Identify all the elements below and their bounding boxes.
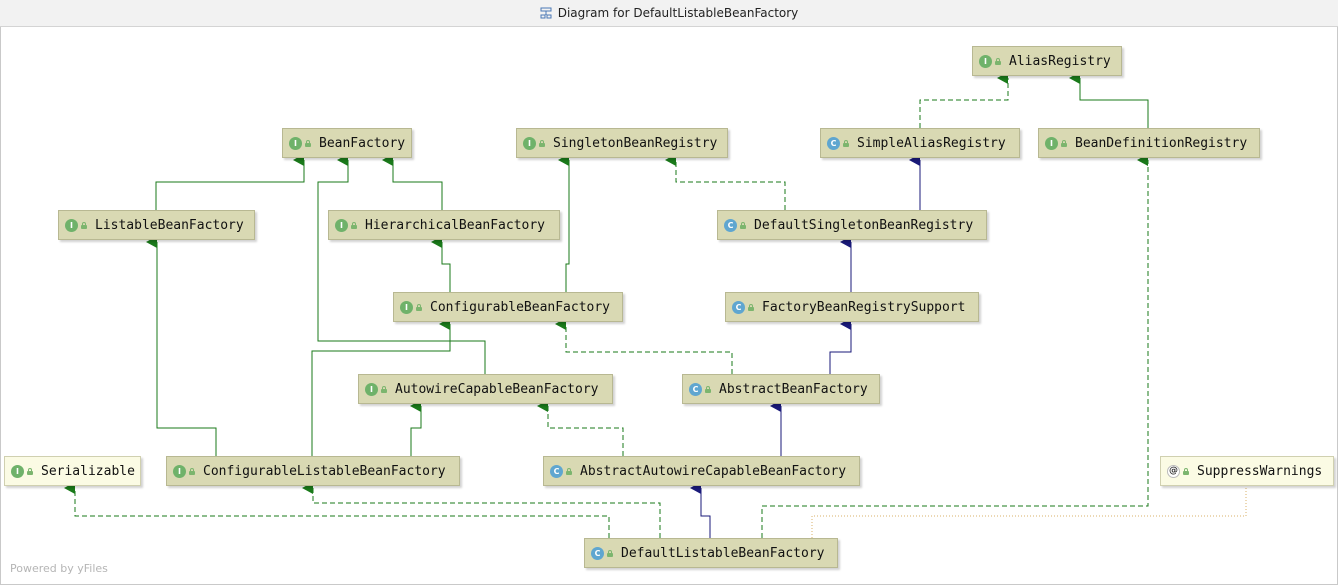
edge-simplealias-alias	[919, 72, 1009, 128]
edge-deflistable-abstractauto	[690, 482, 711, 538]
node-simple-alias-registry[interactable]: C SimpleAliasRegistry	[820, 128, 1020, 158]
public-lock-icon	[381, 385, 387, 393]
public-lock-icon	[705, 385, 711, 393]
edge-abstractauto-autowire	[537, 400, 624, 456]
node-suppress-warnings[interactable]: @ SuppressWarnings	[1160, 456, 1334, 486]
node-listable-bean-factory[interactable]: I ListableBeanFactory	[58, 210, 255, 240]
annotation-icon: @	[1167, 464, 1180, 478]
interface-icon: I	[289, 136, 302, 150]
edge-conflistable-autowire	[410, 400, 422, 456]
node-default-singleton-bean-registry[interactable]: C DefaultSingletonBeanRegistry	[717, 210, 987, 240]
node-factory-bean-registry-support[interactable]: C FactoryBeanRegistrySupport	[725, 292, 979, 322]
class-icon: C	[732, 300, 745, 314]
node-singleton-bean-registry[interactable]: I SingletonBeanRegistry	[516, 128, 728, 158]
node-bean-factory[interactable]: I BeanFactory	[282, 128, 412, 158]
node-label: AutowireCapableBeanFactory	[395, 381, 599, 397]
node-autowire-capable-bean-factory[interactable]: I AutowireCapableBeanFactory	[358, 374, 613, 404]
class-icon: C	[591, 546, 604, 560]
node-label: AbstractAutowireCapableBeanFactory	[580, 463, 847, 479]
public-lock-icon	[81, 221, 87, 229]
edge-beandef-alias	[1069, 72, 1149, 128]
node-label: AliasRegistry	[1009, 53, 1111, 69]
node-label: ListableBeanFactory	[95, 217, 244, 233]
class-icon: C	[724, 218, 737, 232]
interface-icon: I	[365, 382, 378, 396]
node-label: ConfigurableBeanFactory	[430, 299, 611, 315]
edge-conflistable-listable	[146, 236, 217, 456]
public-lock-icon	[539, 139, 545, 147]
window-title: Diagram for DefaultListableBeanFactory	[557, 6, 799, 20]
edge-deflistable-suppress	[811, 488, 1247, 538]
interface-icon: I	[400, 300, 413, 314]
node-alias-registry[interactable]: I AliasRegistry	[972, 46, 1122, 76]
window-title-bar: Diagram for DefaultListableBeanFactory	[0, 0, 1338, 27]
edge-defsingleton-singleton	[665, 154, 786, 210]
node-hierarchical-bean-factory[interactable]: I HierarchicalBeanFactory	[328, 210, 560, 240]
node-label: SingletonBeanRegistry	[553, 135, 718, 151]
node-label: Serializable	[41, 463, 135, 479]
interface-icon: I	[173, 464, 186, 478]
node-label: FactoryBeanRegistrySupport	[762, 299, 966, 315]
node-configurable-bean-factory[interactable]: I ConfigurableBeanFactory	[393, 292, 623, 322]
node-bean-definition-registry[interactable]: I BeanDefinitionRegistry	[1038, 128, 1260, 158]
interface-icon: I	[523, 136, 536, 150]
node-label: SuppressWarnings	[1197, 463, 1323, 479]
node-serializable[interactable]: I Serializable	[4, 456, 141, 486]
interface-icon: I	[1045, 136, 1058, 150]
edge-deflistable-conflistable	[302, 482, 661, 538]
interface-icon: I	[11, 464, 24, 478]
node-configurable-listable-bean-factory[interactable]: I ConfigurableListableBeanFactory	[166, 456, 460, 486]
public-lock-icon	[1061, 139, 1067, 147]
node-label: HierarchicalBeanFactory	[365, 217, 546, 233]
edge-configurable-singleton	[558, 154, 570, 292]
public-lock-icon	[1183, 467, 1189, 475]
node-abstract-bean-factory[interactable]: C AbstractBeanFactory	[682, 374, 880, 404]
interface-icon: I	[65, 218, 78, 232]
node-abstract-autowire-capable-bean-factory[interactable]: C AbstractAutowireCapableBeanFactory	[543, 456, 860, 486]
public-lock-icon	[305, 139, 311, 147]
class-icon: C	[827, 136, 840, 150]
diagram-icon	[540, 7, 552, 19]
node-default-listable-bean-factory[interactable]: C DefaultListableBeanFactory	[584, 538, 838, 568]
node-label: DefaultListableBeanFactory	[621, 545, 825, 561]
edge-hierarchical-beanfactory	[382, 154, 443, 210]
public-lock-icon	[27, 467, 33, 475]
class-icon: C	[550, 464, 563, 478]
public-lock-icon	[189, 467, 195, 475]
public-lock-icon	[748, 303, 754, 311]
edge-deflistable-beandef	[761, 154, 1149, 538]
interface-icon: I	[335, 218, 348, 232]
powered-by-label: Powered by yFiles	[10, 562, 108, 575]
public-lock-icon	[843, 139, 849, 147]
node-label: BeanFactory	[319, 135, 406, 151]
node-label: AbstractBeanFactory	[719, 381, 868, 397]
public-lock-icon	[740, 221, 746, 229]
public-lock-icon	[416, 303, 422, 311]
node-label: SimpleAliasRegistry	[857, 135, 1006, 151]
edge-listable-beanfactory	[155, 154, 305, 210]
node-label: BeanDefinitionRegistry	[1075, 135, 1248, 151]
node-label: DefaultSingletonBeanRegistry	[754, 217, 974, 233]
public-lock-icon	[607, 549, 613, 557]
edge-conflistable-configurable	[311, 318, 451, 456]
edge-autowire-beanfactory	[317, 154, 486, 374]
public-lock-icon	[566, 467, 572, 475]
edge-abstractbf-factorybean	[829, 318, 852, 374]
public-lock-icon	[995, 57, 1001, 65]
edge-configurable-hierarchical	[431, 236, 451, 292]
edge-deflistable-serializable	[64, 482, 610, 538]
class-icon: C	[689, 382, 702, 396]
edge-abstractbf-configurable	[555, 318, 733, 374]
interface-icon: I	[979, 54, 992, 68]
public-lock-icon	[351, 221, 357, 229]
node-label: ConfigurableListableBeanFactory	[203, 463, 446, 479]
